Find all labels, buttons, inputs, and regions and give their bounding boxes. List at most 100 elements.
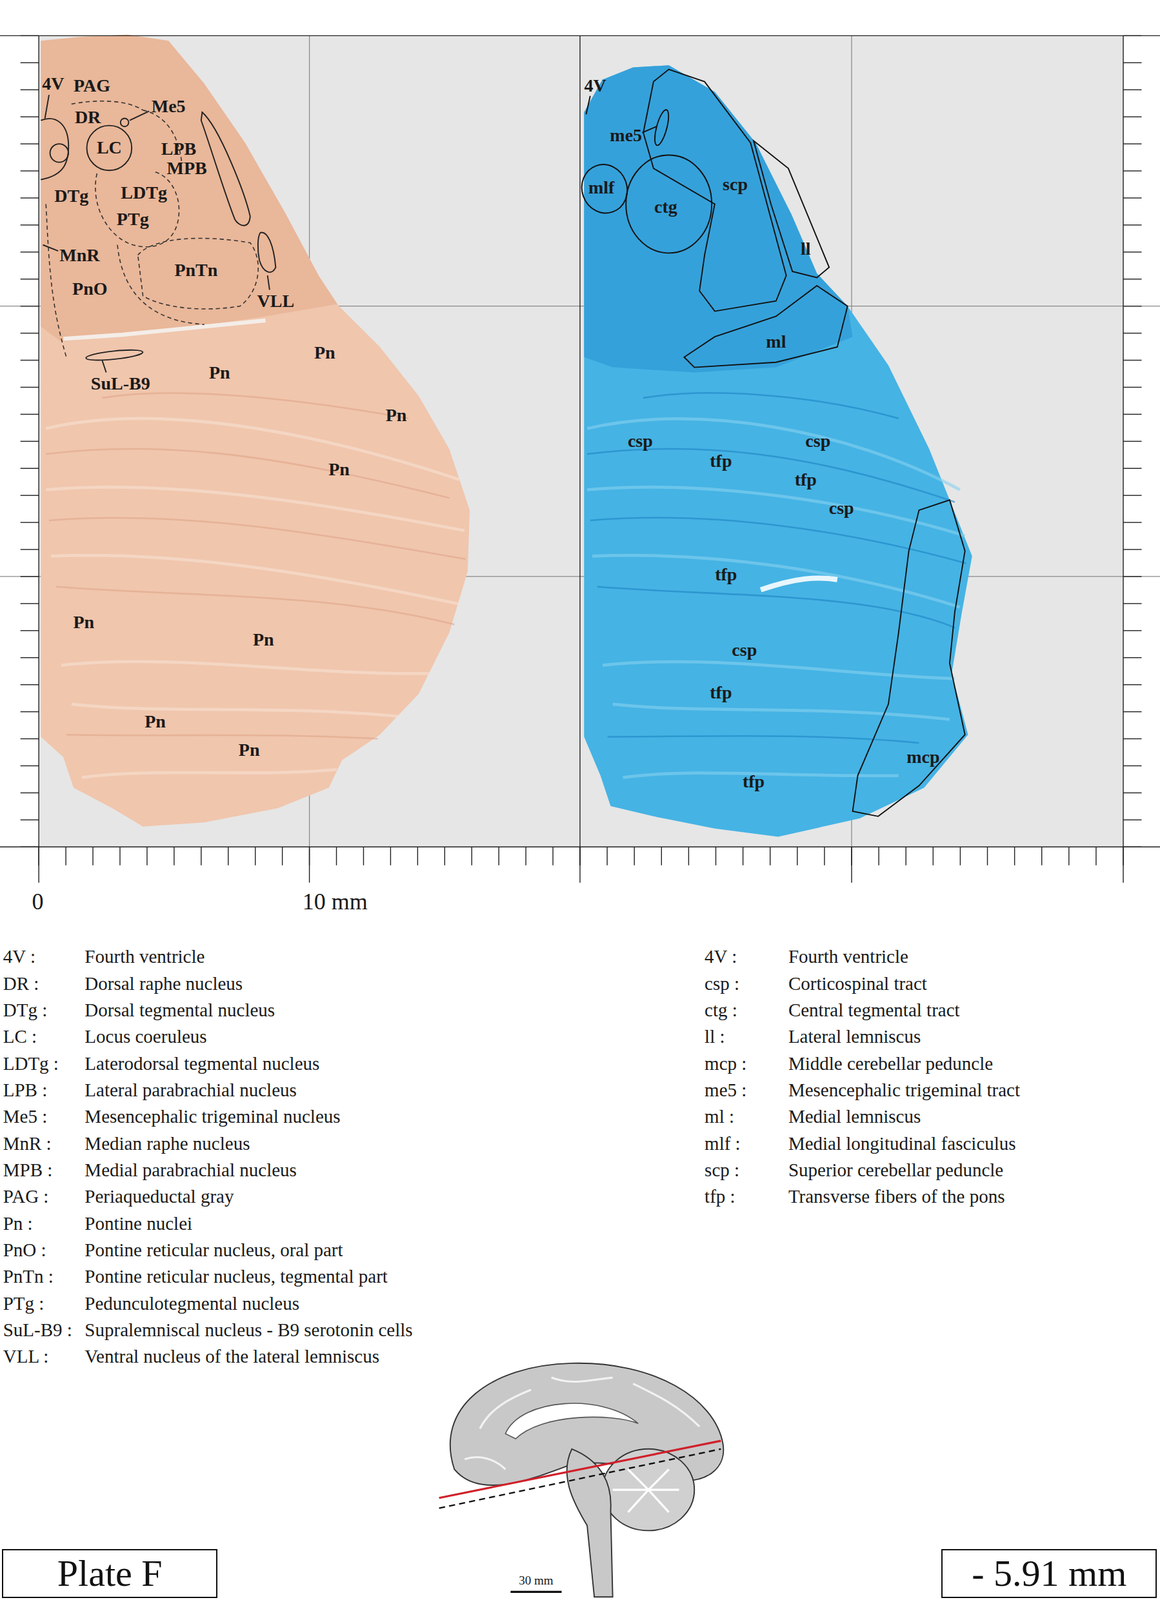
tick-mark (227, 847, 229, 866)
legend-abbreviation: DTg : (3, 1000, 48, 1022)
tick-mark (1123, 224, 1142, 226)
legend-abbreviation: LC : (3, 1027, 37, 1048)
legend-description: Ventral nucleus of the lateral lemniscus (84, 1347, 380, 1368)
tick-mark (1123, 278, 1142, 280)
legend-description: Median raphe nucleus (84, 1134, 250, 1155)
tick-mark (20, 468, 39, 470)
legend-abbreviation: LDTg : (3, 1054, 59, 1075)
tick-mark (1014, 847, 1015, 866)
legend-abbreviation: ll : (704, 1027, 725, 1048)
scale-bar (510, 1591, 562, 1594)
region-label: csp (627, 430, 653, 451)
tick-mark (20, 549, 39, 550)
region-label: DR (74, 107, 101, 128)
tick-mark (606, 847, 608, 866)
tick-mark (1123, 62, 1142, 64)
region-label: Pn (209, 362, 231, 383)
region-label: ll (800, 239, 811, 260)
tick-mark (20, 278, 39, 280)
region-label: MnR (59, 245, 100, 266)
tick-mark (200, 847, 202, 866)
region-label: 4V (41, 73, 64, 94)
legend-description: Mesencephalic trigeminal tract (788, 1080, 1020, 1102)
tick-mark (1123, 332, 1142, 334)
region-label: MPB (167, 158, 208, 179)
legend-description: Pedunculotegmental nucleus (84, 1294, 300, 1315)
region-label: PTg (116, 209, 150, 230)
region-label: mlf (588, 178, 615, 199)
tick-mark (65, 847, 66, 866)
legend-abbreviation: PnO : (3, 1240, 47, 1262)
tick-mark (20, 170, 39, 171)
region-label: PnO (72, 278, 108, 299)
tick-mark (20, 305, 39, 307)
legend-description: Laterodorsal tegmental nucleus (84, 1054, 320, 1075)
tick-mark (254, 847, 256, 866)
tick-mark (92, 847, 93, 866)
tick-mark (20, 576, 39, 577)
tick-mark (1123, 468, 1142, 470)
region-label: me5 (609, 125, 642, 146)
legend-description: Mesencephalic trigeminal nucleus (84, 1107, 340, 1128)
region-label: SuL-B9 (90, 374, 151, 395)
tick-mark (20, 738, 39, 740)
region-label: tfp (714, 564, 737, 585)
tick-mark (1123, 494, 1142, 496)
legend-abbreviation: PnTn : (3, 1267, 54, 1288)
legend-abbreviation: VLL : (3, 1347, 50, 1368)
legend-abbreviation: PAG : (3, 1187, 50, 1208)
legend-description: Supralemniscal nucleus - B9 serotonin ce… (84, 1320, 413, 1342)
tick-mark (1123, 170, 1142, 171)
tick-mark (20, 414, 39, 415)
legend-description: Dorsal tegmental nucleus (84, 1000, 275, 1022)
region-label: PnTn (174, 260, 218, 281)
legend-description: Lateral lemniscus (788, 1027, 921, 1048)
tick-mark (20, 197, 39, 199)
plate-box: - 5.91 mm (941, 1549, 1157, 1599)
legend-abbreviation: 4V : (704, 947, 737, 968)
plate-label: - 5.91 mm (971, 1555, 1127, 1593)
legend-abbreviation: mlf : (704, 1134, 741, 1155)
tick-mark (715, 847, 717, 866)
region-label: Pn (385, 405, 408, 426)
tick-mark (1123, 711, 1142, 713)
region-label: Pn (238, 740, 260, 761)
tick-mark (20, 820, 39, 821)
tick-mark (20, 792, 39, 794)
tick-mark (20, 224, 39, 226)
tick-mark (1123, 360, 1142, 361)
tick-mark (281, 847, 283, 866)
tick-mark (579, 35, 580, 883)
tick-mark (20, 441, 39, 442)
tick-mark (742, 847, 744, 866)
legend-description: Pontine nuclei (84, 1214, 193, 1235)
region-label: Pn (328, 459, 350, 480)
tick-mark (1123, 414, 1142, 415)
tick-mark (1123, 820, 1142, 821)
legend-abbreviation: MPB : (3, 1160, 53, 1182)
legend-description: Fourth ventricle (788, 947, 909, 968)
legend-description: Central tegmental tract (788, 1000, 960, 1022)
tick-mark (1123, 251, 1142, 253)
tick-mark (38, 35, 39, 883)
tick-mark (498, 847, 499, 866)
region-label: DTg (54, 185, 89, 206)
tick-mark (1041, 847, 1042, 866)
plate-label: Plate F (57, 1555, 163, 1593)
region-label: 4V (584, 76, 607, 97)
plate-box: Plate F (1, 1549, 218, 1599)
tick-mark (525, 847, 526, 866)
legend-description: Corticospinal tract (788, 974, 928, 995)
region-label: Me5 (151, 96, 186, 117)
tick-mark (444, 847, 446, 866)
legend-description: Locus coeruleus (84, 1027, 207, 1048)
tick-mark (20, 143, 39, 144)
tick-mark (1123, 521, 1142, 523)
millimetre-ticks (0, 35, 1160, 883)
region-label: tfp (709, 451, 732, 472)
legend-abbreviation: me5 : (704, 1080, 747, 1102)
legend-abbreviation: MnR : (3, 1134, 52, 1155)
tick-mark (173, 847, 175, 866)
region-label: Pn (252, 630, 275, 651)
